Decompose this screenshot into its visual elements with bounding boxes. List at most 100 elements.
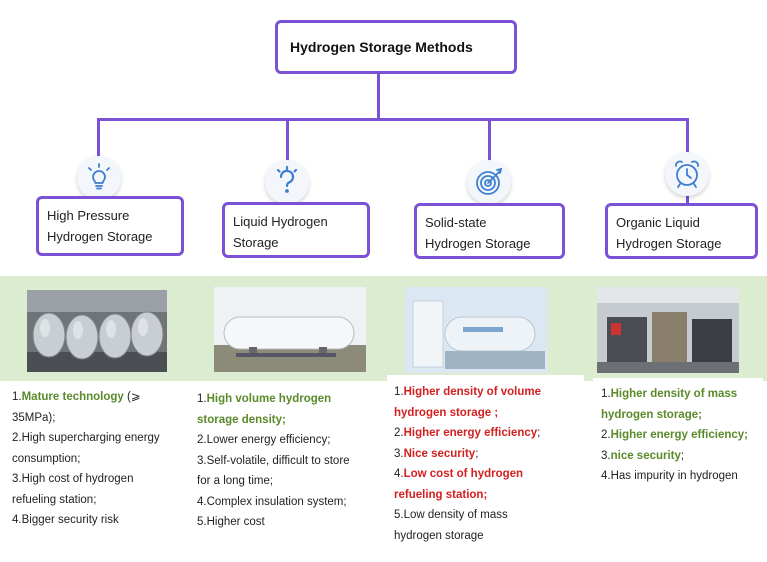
desc-item: for a long time; xyxy=(197,471,382,492)
desc-item-text: ; xyxy=(537,427,541,439)
method-name-line1: Liquid Hydrogen xyxy=(233,214,328,229)
desc-item-number: 2. xyxy=(601,429,611,441)
desc-item-text: ; xyxy=(475,447,479,460)
desc-item-highlight: Higher energy efficiency xyxy=(403,427,538,439)
desc-item-number: 5. xyxy=(394,509,404,521)
method-name-line1: Solid-state xyxy=(425,215,487,230)
desc-item: consumption; xyxy=(12,449,190,470)
desc-item: 4.Has impurity in hydrogen xyxy=(601,466,766,487)
desc-item-text: Lower energy efficiency; xyxy=(206,434,331,446)
desc-item-text: Self-volatile, difficult to store xyxy=(206,454,350,467)
desc-panel-liquid xyxy=(190,381,380,541)
desc-item: 1.High volume hydrogen xyxy=(197,389,382,410)
method-box-organic-liquid: Organic Liquid Hydrogen Storage xyxy=(605,203,758,259)
desc-item: 2.Higher energy efficiency; xyxy=(394,423,584,444)
method-name-line1: High Pressure xyxy=(47,208,130,223)
desc-item-number: 2. xyxy=(394,427,404,439)
desc-panel-organic-liquid xyxy=(593,378,763,488)
question-icon xyxy=(265,160,309,204)
method-name-line2: Hydrogen Storage xyxy=(47,229,153,244)
desc-list-organic-liquid: 1.Higher density of mass hydrogen storage… xyxy=(601,384,766,487)
method-box-solid-state: Solid-state Hydrogen Storage xyxy=(414,203,565,259)
method-name-line2: Storage xyxy=(233,235,279,250)
desc-item-number: 1. xyxy=(12,391,22,403)
desc-item-number: 2. xyxy=(197,434,207,446)
connector-trunk xyxy=(377,74,380,120)
desc-item-text: Low density of mass xyxy=(403,509,508,521)
desc-item: 1.Higher density of mass xyxy=(601,384,766,405)
desc-item-highlight: Higher density of mass xyxy=(610,388,738,400)
desc-item-text: hydrogen storage xyxy=(394,529,484,542)
desc-item: 1.Higher density of volume xyxy=(394,382,584,403)
desc-item-highlight: Mature technology xyxy=(21,391,124,403)
desc-item-number: 3. xyxy=(394,447,404,460)
desc-item-text: Complex insulation system; xyxy=(206,495,347,508)
desc-item: 3.Self-volatile, difficult to store xyxy=(197,451,382,472)
desc-item-number: 1. xyxy=(197,393,207,405)
method-box-liquid: Liquid Hydrogen Storage xyxy=(222,202,370,258)
method-name-line2: Hydrogen Storage xyxy=(425,236,531,251)
desc-item-number: 4. xyxy=(197,495,207,508)
desc-item: 3.Nice security; xyxy=(394,444,584,465)
method-name-line2: Hydrogen Storage xyxy=(616,236,722,251)
desc-item-text: for a long time; xyxy=(197,475,274,487)
desc-item-text: (⩾ xyxy=(123,391,141,403)
desc-item: 3.High cost of hydrogen xyxy=(12,469,190,490)
desc-item-text: High cost of hydrogen xyxy=(21,473,134,485)
desc-item-text: Has impurity in hydrogen xyxy=(610,470,738,482)
desc-item-highlight: hydrogen storage ; xyxy=(394,406,499,419)
desc-item-number: 2. xyxy=(12,432,22,444)
lightbulb-icon xyxy=(77,156,121,200)
desc-item: 2.Lower energy efficiency; xyxy=(197,430,382,451)
desc-item-number: 1. xyxy=(601,388,611,400)
desc-list-solid-state: 1.Higher density of volume hydrogen stora… xyxy=(394,382,584,546)
desc-item: 1.Mature technology (⩾ xyxy=(12,387,190,408)
desc-item-number: 1. xyxy=(394,386,404,398)
desc-item: refueling station; xyxy=(12,490,190,511)
desc-item-text: refueling station; xyxy=(12,493,97,506)
desc-item-highlight: storage density; xyxy=(197,413,286,426)
solid-state-tanks-photo xyxy=(405,287,547,373)
desc-item: 2.High supercharging energy xyxy=(12,428,190,449)
desc-item: storage density; xyxy=(197,410,382,431)
desc-item-number: 5. xyxy=(197,516,207,528)
desc-item-highlight: nice security xyxy=(610,449,681,462)
method-name-line1: Organic Liquid xyxy=(616,215,700,230)
desc-item-number: 4. xyxy=(601,470,611,482)
desc-item: 35MPa); xyxy=(12,408,190,429)
alarm-clock-icon xyxy=(665,152,709,196)
desc-item-number: 3. xyxy=(601,449,611,462)
desc-panel-high-pressure xyxy=(8,381,186,531)
desc-item-highlight: High volume hydrogen xyxy=(206,393,332,405)
desc-item: 5.Higher cost xyxy=(197,512,382,533)
desc-item: 5.Low density of mass xyxy=(394,505,584,526)
desc-item-text: High supercharging energy xyxy=(21,432,160,444)
desc-item-highlight: Low cost of hydrogen xyxy=(403,468,524,480)
desc-item-text: consumption; xyxy=(12,452,81,465)
target-icon xyxy=(467,160,511,204)
desc-item-highlight: refueling station; xyxy=(394,488,488,501)
desc-panel-solid-state xyxy=(387,375,584,550)
desc-item: 4.Complex insulation system; xyxy=(197,492,382,513)
method-box-high-pressure: High Pressure Hydrogen Storage xyxy=(36,196,184,256)
desc-list-liquid: 1.High volume hydrogen storage density; 2.… xyxy=(197,389,382,533)
desc-item-text: Higher cost xyxy=(206,516,265,528)
desc-item: refueling station; xyxy=(394,485,584,506)
desc-item-highlight: Nice security xyxy=(403,447,476,460)
desc-item: 3.nice security; xyxy=(601,446,766,467)
desc-item-text: ; xyxy=(680,449,685,462)
desc-item-number: 4. xyxy=(12,514,22,526)
desc-item: 4.Low cost of hydrogen xyxy=(394,464,584,485)
diagram-title: Hydrogen Storage Methods xyxy=(290,39,473,55)
desc-item-number: 3. xyxy=(197,454,207,467)
desc-item: hydrogen storage xyxy=(394,526,584,547)
high-pressure-cylinders-photo xyxy=(27,290,167,372)
desc-item-highlight: hydrogen storage; xyxy=(601,408,702,421)
desc-item-highlight: Higher density of volume xyxy=(403,386,541,398)
desc-list-high-pressure: 1.Mature technology (⩾35MPa);2.High supe… xyxy=(12,387,190,531)
desc-item-text: Bigger security risk xyxy=(21,514,119,526)
organic-liquid-plant-photo xyxy=(597,287,739,373)
desc-item: 2.Higher energy efficiency; xyxy=(601,425,766,446)
liquid-hydrogen-tank-photo xyxy=(214,287,366,372)
root-box: Hydrogen Storage Methods xyxy=(275,20,517,74)
